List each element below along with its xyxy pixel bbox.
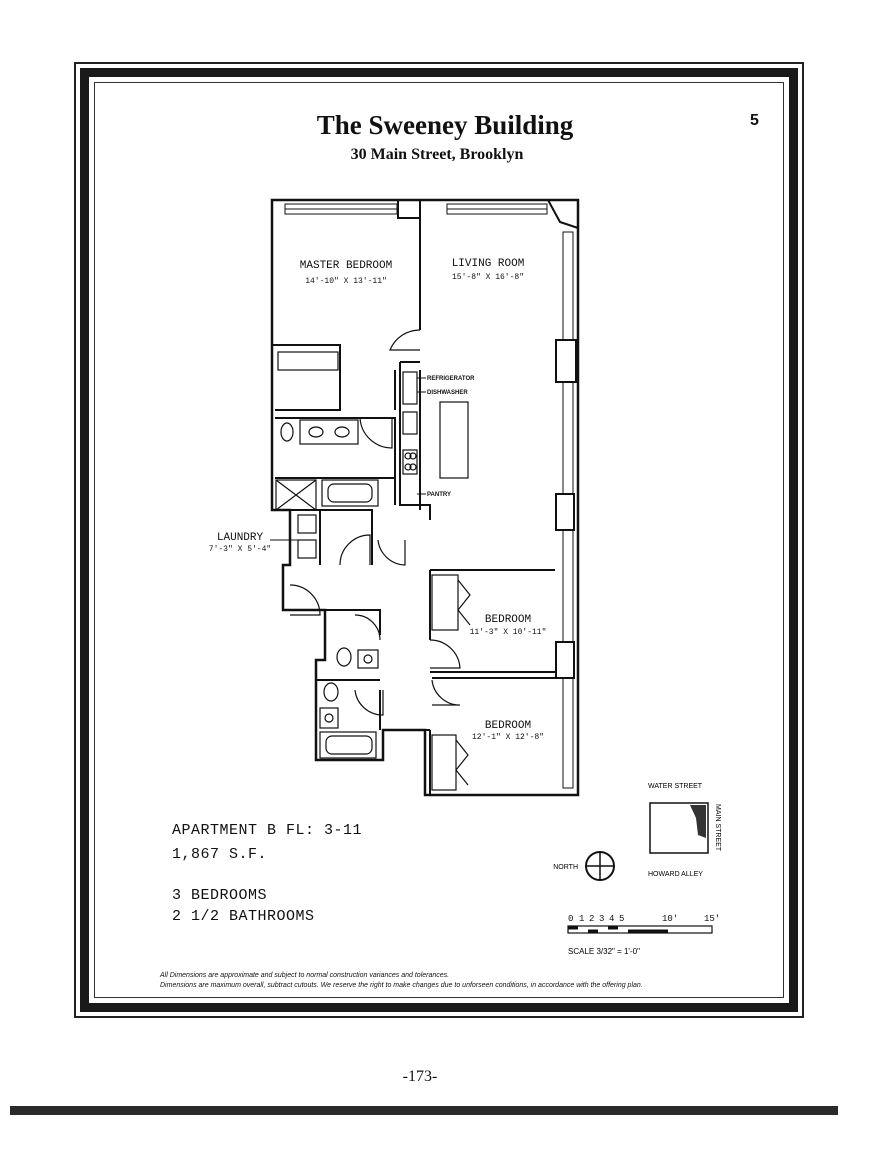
apartment-area: 1,867 S.F. (172, 846, 268, 863)
scale-bar: 0 1 2 3 4 5 10' 15' SCALE 3/32" = 1'-0" (567, 914, 720, 956)
bedroom-1-label: BEDROOM (485, 614, 531, 626)
page-border-inner (94, 82, 784, 998)
site-key: WATER STREET MAIN STREET HOWARD ALLEY (648, 783, 721, 878)
scale-tick: 15' (704, 914, 720, 924)
laundry-dims: 7'-3" X 5'-4" (209, 545, 271, 554)
scale-tick: 4 (609, 914, 614, 924)
appliance-labels: REFRIGERATOR DISHWASHER PANTRY (427, 376, 475, 498)
scale-tick: 1 (579, 914, 584, 924)
page-border-thick (80, 68, 798, 1012)
bedroom-1-dims: 11'-3" X 10'-11" (470, 628, 547, 637)
water-street-label: WATER STREET (648, 783, 703, 790)
laundry-label: LAUNDRY (217, 532, 264, 544)
north-label: NORTH (553, 864, 578, 871)
exterior-walls (270, 198, 580, 797)
living-room-dims: 15'-8" X 16'-8" (452, 273, 524, 282)
refrigerator-label: REFRIGERATOR (427, 376, 475, 382)
bedroom-2-label: BEDROOM (485, 720, 531, 732)
apartment-unit-line: APARTMENT B FL: 3-11 (172, 822, 363, 839)
dishwasher-label: DISHWASHER (427, 390, 468, 396)
howard-alley-label: HOWARD ALLEY (648, 871, 703, 878)
bedroom-2-dims: 12'-1" X 12'-8" (472, 733, 544, 742)
scale-label: SCALE 3/32" = 1'-0" (568, 947, 640, 956)
closet-doors (431, 574, 471, 791)
scale-tick: 2 (589, 914, 594, 924)
master-bedroom-label: MASTER BEDROOM (300, 260, 392, 272)
fixtures (275, 351, 469, 759)
scale-tick: 3 (599, 914, 604, 924)
legal-disclaimer-line-1: All Dimensions are approximate and subje… (160, 972, 450, 979)
footer-rule (10, 1106, 838, 1115)
site-key-box (649, 802, 709, 854)
interior-walls (272, 218, 555, 795)
room-labels: MASTER BEDROOM 14'-10" X 13'-11" LIVING … (209, 258, 547, 742)
pantry-label: PANTRY (427, 492, 451, 498)
page-tab-number: 5 (750, 112, 759, 129)
apartment-bathrooms: 2 1/2 BATHROOMS (172, 908, 315, 925)
page-border-outer (74, 62, 804, 1018)
main-street-label: MAIN STREET (714, 804, 721, 852)
windows-top (284, 199, 579, 230)
scale-tick: 0 (568, 914, 573, 924)
door-swings (289, 329, 461, 716)
north-arrow-icon: NORTH (553, 851, 615, 881)
building-title: The Sweeney Building (316, 110, 574, 140)
building-address: 30 Main Street, Brooklyn (350, 146, 524, 163)
living-room-label: LIVING ROOM (452, 258, 525, 270)
legal-disclaimer-line-2: Dimensions are maximum overall, subtract… (160, 982, 643, 989)
windows-right (555, 231, 577, 789)
scale-tick: 10' (662, 914, 678, 924)
scale-tick: 5 (619, 914, 624, 924)
scale-ticks: 0 1 2 3 4 5 10' 15' (568, 914, 720, 924)
footer-page-number: -173- (402, 1068, 438, 1085)
master-bedroom-dims: 14'-10" X 13'-11" (305, 277, 387, 286)
appliance-leaders (270, 377, 426, 541)
apartment-bedrooms: 3 BEDROOMS (172, 887, 268, 904)
